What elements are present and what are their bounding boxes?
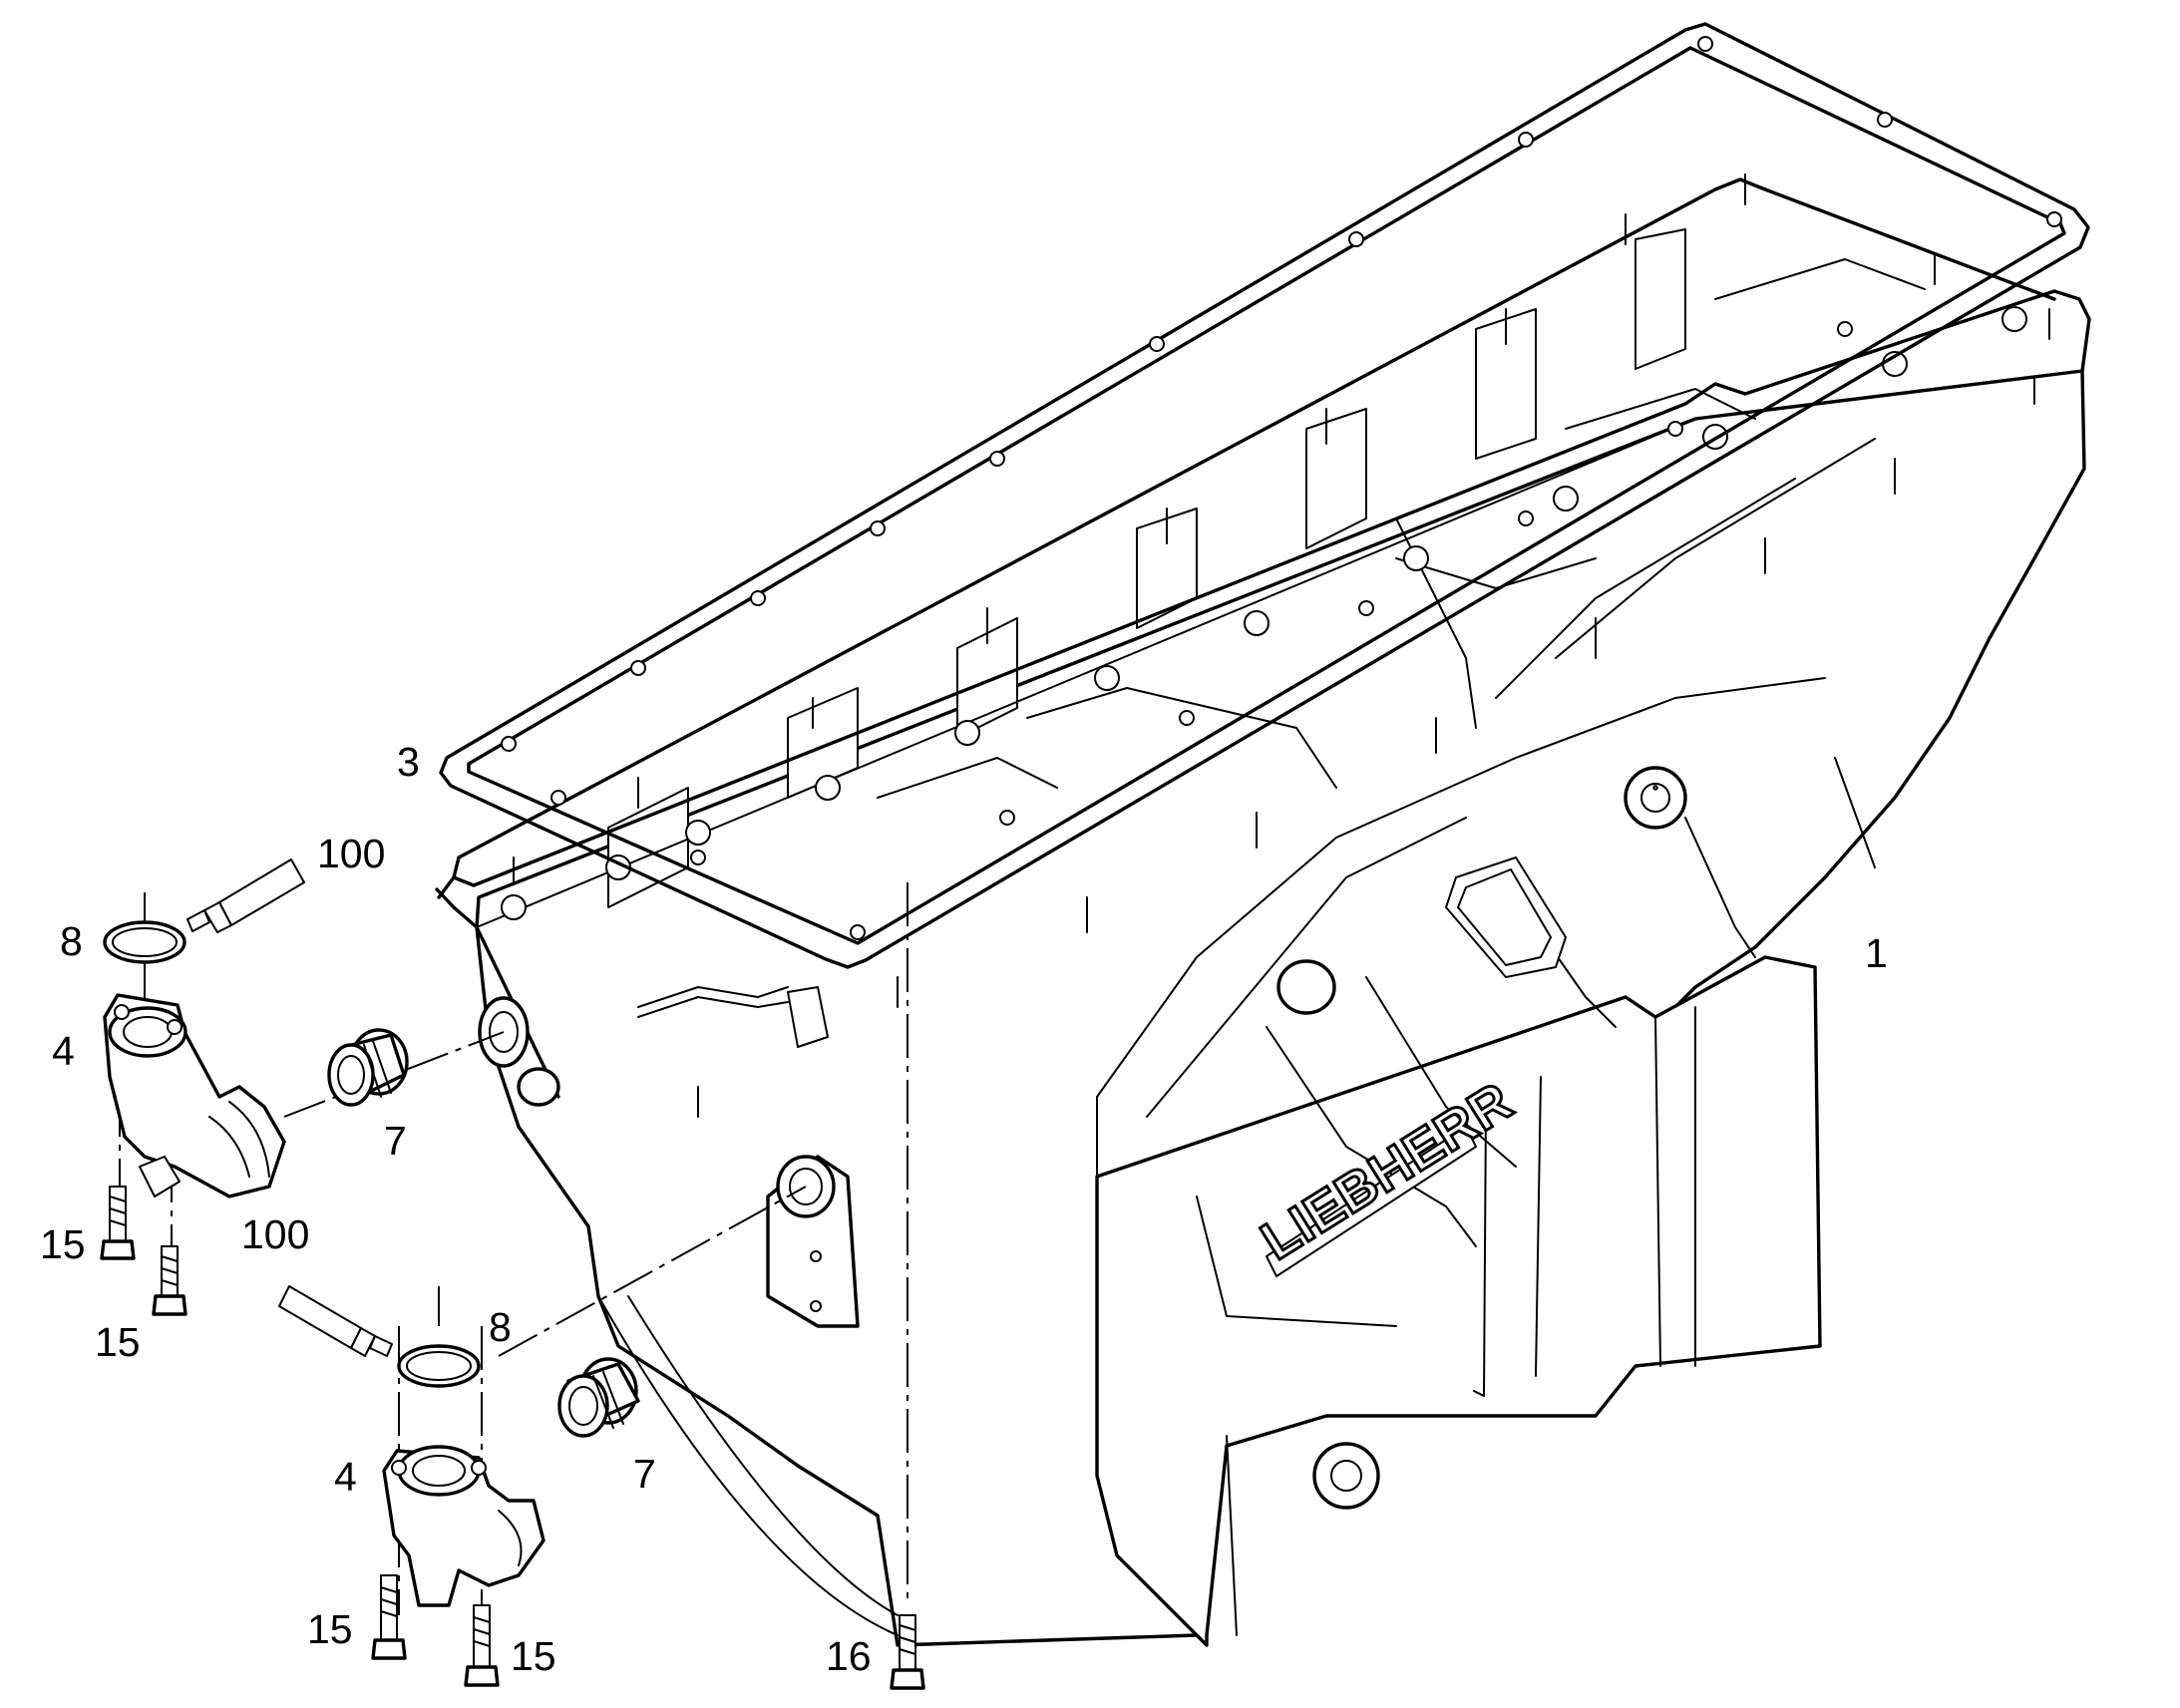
o-ring-upper xyxy=(103,920,186,964)
pan-studs xyxy=(513,173,2050,1118)
pan-bosses xyxy=(607,228,1686,908)
oval-cover xyxy=(1445,856,1567,978)
callout-8-lower: 8 xyxy=(489,1304,512,1350)
callout-15-upper-right: 15 xyxy=(95,1319,141,1365)
bolt-lower-left xyxy=(371,1574,407,1660)
sleeve-upper xyxy=(327,1028,409,1107)
pan-gasket xyxy=(439,22,2090,969)
callout-7-upper: 7 xyxy=(384,1118,407,1164)
sealant-tube-upper xyxy=(186,858,305,933)
gasket-holes xyxy=(501,36,2062,940)
callout-100-lower: 100 xyxy=(241,1211,309,1257)
callout-4-upper: 4 xyxy=(52,1028,75,1074)
filler-cap-1 xyxy=(1276,959,1336,1015)
small-plug-left xyxy=(517,1067,560,1107)
sleeve-lower xyxy=(557,1357,640,1438)
oil-pan: LIEBHERR xyxy=(435,177,2091,1647)
callout-100-upper: 100 xyxy=(317,831,385,876)
callout-4-lower: 4 xyxy=(334,1454,357,1500)
elbow-fitting-upper xyxy=(103,993,286,1198)
callout-7-lower: 7 xyxy=(633,1451,656,1497)
callout-3: 3 xyxy=(397,739,420,785)
callout-15-lower-left: 15 xyxy=(307,1606,353,1652)
sealant-tube-lower xyxy=(278,1285,393,1357)
callout-16: 16 xyxy=(826,1633,872,1679)
bolt-part-16 xyxy=(890,1614,925,1690)
side-port-boss xyxy=(766,1155,860,1328)
callout-15-lower-right: 15 xyxy=(511,1633,556,1679)
filler-cap-2 xyxy=(1652,785,1658,791)
bolt-upper-right xyxy=(152,1245,187,1316)
bolt-lower-right xyxy=(464,1604,500,1687)
callout-15-upper-left: 15 xyxy=(40,1221,86,1267)
callout-labels: 1 3 4 4 7 7 8 8 15 15 15 15 16 100 100 xyxy=(40,739,1888,1679)
elbow-fitting-lower xyxy=(382,1445,545,1607)
drain-plug-upper xyxy=(1624,766,1687,830)
callout-8-upper: 8 xyxy=(60,918,83,964)
o-ring-lower xyxy=(397,1344,481,1388)
callout-1: 1 xyxy=(1865,930,1888,976)
drain-plug-lower xyxy=(1312,1442,1380,1510)
bolt-upper-left xyxy=(100,1186,136,1260)
